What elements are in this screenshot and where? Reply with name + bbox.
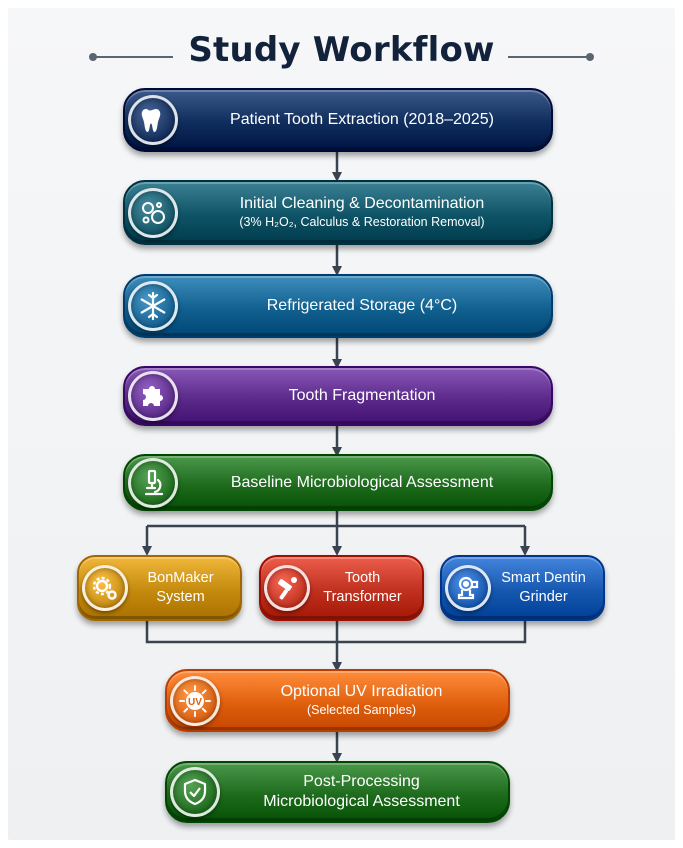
device-tooth-transformer: Tooth Transformer xyxy=(259,555,424,621)
grinder-icon xyxy=(445,565,491,611)
step-tooth-fragmentation: Tooth Fragmentation xyxy=(123,366,553,426)
step-optional-uv-irradiation: UV Optional UV Irradiation (Selected Sam… xyxy=(165,669,510,732)
tools-icon xyxy=(264,565,310,611)
tooth-icon xyxy=(128,95,178,145)
title-rule-right-dot xyxy=(586,53,594,61)
device-label-line1: BonMaker xyxy=(147,570,214,586)
device-label-line2: Transformer xyxy=(323,589,402,605)
gears-icon xyxy=(82,565,128,611)
step-label-line1: Post-Processing xyxy=(303,773,420,790)
step-label: Baseline Microbiological Assessment xyxy=(230,473,494,491)
step-label-line2: Microbiological Assessment xyxy=(263,793,460,810)
step-refrigerated-storage: Refrigerated Storage (4°C) xyxy=(123,274,553,338)
device-label-line1: Tooth xyxy=(344,570,381,586)
title-rule-right xyxy=(508,56,588,58)
title-rule-left-dot xyxy=(89,53,97,61)
step-baseline-assessment: Baseline Microbiological Assessment xyxy=(123,454,553,511)
uv-icon: UV xyxy=(170,675,220,726)
title-rule-left xyxy=(93,56,173,58)
step-sublabel: (3% H₂O₂, Calculus & Restoration Removal… xyxy=(239,215,485,229)
step-patient-tooth-extraction: Patient Tooth Extraction (2018–2025) xyxy=(123,88,553,152)
step-initial-cleaning: Initial Cleaning & Decontamination (3% H… xyxy=(123,180,553,245)
uv-icon-text: UV xyxy=(188,697,202,708)
step-sublabel: (Selected Samples) xyxy=(306,703,417,717)
device-label-line2: Grinder xyxy=(519,589,568,605)
step-label: Tooth Fragmentation xyxy=(288,387,436,404)
step-label: Initial Cleaning & Decontamination xyxy=(239,195,485,212)
diagram-title: Study Workflow xyxy=(188,30,495,70)
device-smart-dentin-grinder: Smart Dentin Grinder xyxy=(440,555,605,621)
device-bonmaker: BonMaker System xyxy=(77,555,242,621)
microscope-icon xyxy=(128,457,178,508)
shield-check-icon xyxy=(170,767,220,817)
step-post-processing-assessment: Post-Processing Microbiological Assessme… xyxy=(165,761,510,823)
device-label-line2: System xyxy=(156,589,205,605)
bubbles-icon xyxy=(128,187,178,238)
puzzle-icon xyxy=(128,371,178,421)
step-label: Optional UV Irradiation xyxy=(280,683,443,700)
step-label: Refrigerated Storage (4°C) xyxy=(266,297,458,314)
snowflake-icon xyxy=(128,281,178,331)
device-label-line1: Smart Dentin xyxy=(501,570,586,586)
step-label: Patient Tooth Extraction (2018–2025) xyxy=(230,111,494,128)
